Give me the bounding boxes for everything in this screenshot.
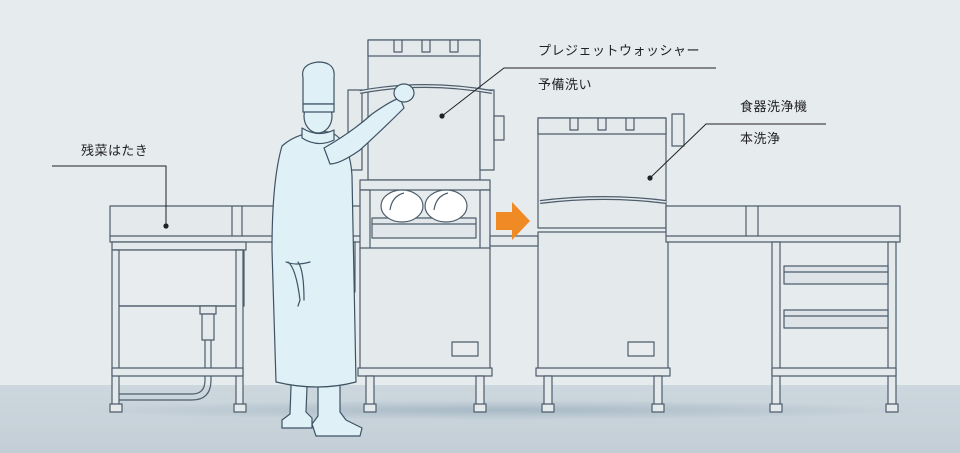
callout-dots [163,113,653,229]
outlet-table [665,205,901,413]
main-dishwasher-subtitle: 本洗浄 [740,132,781,147]
main-dishwasher-title: 食器洗浄機 [740,100,808,115]
main-dishwasher [535,113,685,413]
floor-shadow [80,400,920,420]
prejet-washer-title: プレジェットウォッシャー [538,44,701,59]
callout-lines [52,67,826,224]
dishes [380,189,468,223]
scrap-table-label: 残菜はたき [81,144,149,159]
prejet-washer [347,39,505,413]
right-arrow-icon [496,202,530,240]
prejet-washer-subtitle: 予備洗い [538,78,593,93]
chef-figure [271,61,415,437]
